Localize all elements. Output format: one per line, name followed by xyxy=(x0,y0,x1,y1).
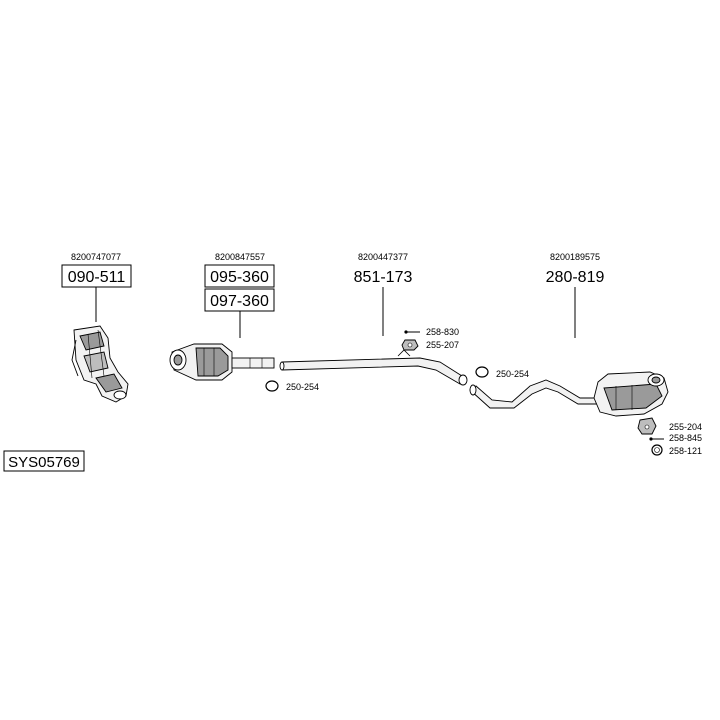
part-number[interactable]: 851-173 xyxy=(354,269,413,286)
component-rear-silencer: 8200189575 280-819 255-204 258-845 258-1 xyxy=(469,252,702,456)
component-manifold-catalyst: 8200747077 090-511 xyxy=(61,252,132,403)
bolt-head-icon xyxy=(649,437,653,441)
bolt-head-icon xyxy=(404,330,408,334)
manifold-catalyst-drawing[interactable] xyxy=(71,325,129,403)
clamp-icon xyxy=(475,366,489,378)
hanger-255-204[interactable]: 255-204 xyxy=(637,417,702,435)
part-number[interactable]: 095-360 xyxy=(210,269,269,286)
component-middle-pipe: 8200447377 851-173 258-830 255-207 250-2… xyxy=(279,252,529,386)
clamp-250-254-front[interactable]: 250-254 xyxy=(265,380,319,392)
oem-number: 8200447377 xyxy=(358,252,408,262)
oem-number: 8200747077 xyxy=(71,252,121,262)
hanger-255-207[interactable]: 255-207 xyxy=(401,339,459,351)
part-number[interactable]: 097-360 xyxy=(210,293,269,310)
ring-icon xyxy=(651,444,663,456)
rear-silencer-drawing[interactable] xyxy=(469,371,669,417)
system-code-label: SYS05769 xyxy=(8,454,80,471)
bolt-258-830[interactable]: 258-830 xyxy=(404,327,459,337)
accessory-label: 258-830 xyxy=(426,327,459,337)
bolt-258-845[interactable]: 258-845 xyxy=(649,433,702,443)
accessory-label: 258-845 xyxy=(669,433,702,443)
accessory-label: 255-204 xyxy=(669,422,702,432)
accessory-label: 250-254 xyxy=(286,382,319,392)
middle-pipe-drawing[interactable] xyxy=(279,349,468,386)
system-code-box xyxy=(3,450,85,472)
accessory-label: 250-254 xyxy=(496,369,529,379)
system-code: SYS05769 xyxy=(3,450,85,472)
accessory-label: 255-207 xyxy=(426,340,459,350)
part-number-box xyxy=(204,264,275,288)
accessory-label: 258-121 xyxy=(669,446,702,456)
clamp-icon xyxy=(265,380,279,392)
component-front-pipe: 8200847557 095-360 097-360 250-254 xyxy=(169,252,319,392)
ring-258-121[interactable]: 258-121 xyxy=(651,444,702,456)
clamp-250-254-mid[interactable]: 250-254 xyxy=(475,366,529,379)
oem-number: 8200189575 xyxy=(550,252,600,262)
oem-number: 8200847557 xyxy=(215,252,265,262)
part-number[interactable]: 280-819 xyxy=(546,269,605,286)
part-number[interactable]: 090-511 xyxy=(68,269,126,286)
front-pipe-drawing[interactable] xyxy=(169,343,275,381)
